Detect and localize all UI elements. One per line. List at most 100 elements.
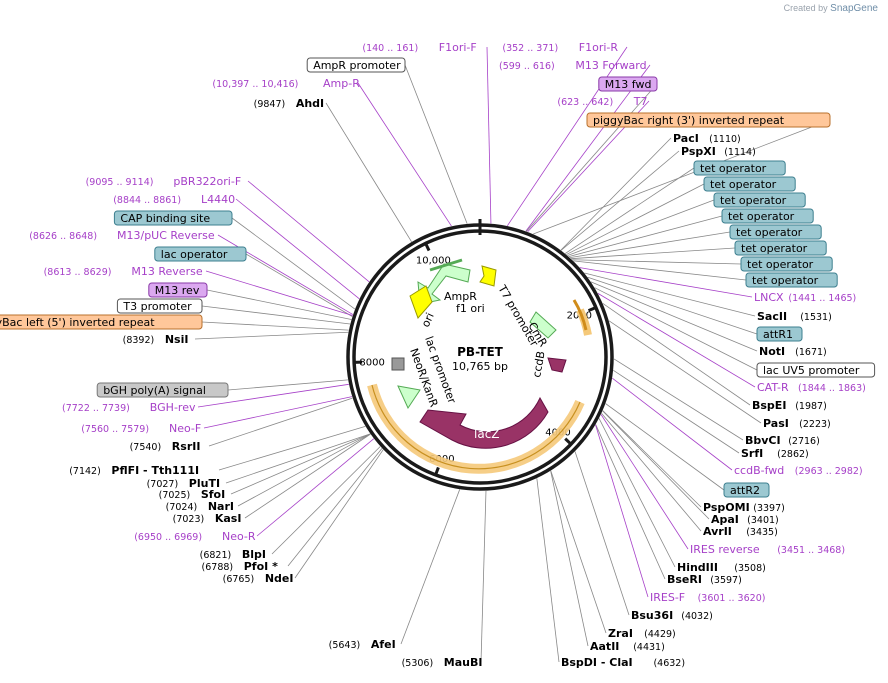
leader-line [569,231,731,259]
leader-line [225,433,371,484]
enzyme-label: NotI [759,345,785,358]
snapgene-watermark: Created by SnapGene [784,3,878,14]
leader-line [206,289,352,320]
leader-line [194,331,349,340]
enzyme-label: BseRI [667,573,702,586]
leader-line [201,321,349,331]
leader-line [400,489,461,645]
watermark-brand: SnapGene [830,3,878,14]
feature-label-box [721,208,814,224]
feature-label: lac operator [161,248,228,261]
plasmid-name: PB-TET [457,345,504,359]
leader-line [480,490,487,663]
leader-line [507,46,628,227]
enzyme-label: BlpI [242,548,266,561]
enzyme-label: HindIII [677,561,718,574]
ring-tick [587,306,597,313]
enzyme-label: PasI [763,417,789,430]
leader-line [594,287,758,371]
enzyme-site: (7027) [147,479,179,490]
primer-range: (7560 .. 7579) [81,424,149,435]
feature-label: attR1 [763,328,793,341]
primer-range: (1844 .. 1863) [798,383,866,394]
leader-line [597,293,756,388]
primer-label: M13 Forward [575,59,646,72]
ori-arrow [409,285,433,319]
enzyme-site: (7023) [173,514,205,525]
feature-label: M13 rev [155,284,200,297]
leader-line [567,199,715,256]
leader-lines [194,46,831,663]
leader-line [571,247,736,260]
feature-label-box [0,314,203,330]
enzyme-site: (4632) [653,658,685,669]
ring-tick [434,466,440,476]
primer-label: F1ori-F [439,41,477,54]
leader-line [227,379,348,391]
enzyme-label: PspOMI [703,501,750,514]
primer-range: (6950 .. 6969) [134,532,202,543]
enzyme-label: AatII [590,640,619,653]
feature-label-box [729,224,822,240]
feature-label: tet operator [720,194,787,207]
feature-label-box [306,57,406,73]
enzyme-site: (4032) [681,611,713,622]
enzyme-site: (9847) [254,99,286,110]
enzyme-label: SacII [757,310,787,323]
primer-range: (623 .. 642) [557,97,613,108]
feature-label: tet operator [700,162,767,175]
enzyme-site: (3435) [746,527,778,538]
feature-label: CAP binding site [120,212,210,225]
enzyme-label: ApaI [711,513,739,526]
leader-line [526,83,658,232]
leader-line [550,470,607,634]
enzyme-label: BspEI [752,399,786,412]
primer-label: Neo-R [222,530,256,543]
primer-range: (9095 .. 9114) [86,177,154,188]
enzyme-site: (7025) [159,490,191,501]
leader-line [294,449,384,579]
primer-range: (10,397 .. 10,416) [212,79,298,90]
feature-label-box [586,112,831,128]
ccdb-arrow [547,357,567,373]
feature-label-box [745,272,838,288]
enzyme-label: BbvCI [745,434,781,447]
feature-label: tet operator [728,210,795,223]
feature-label-box [113,210,233,226]
feature-label: lac UV5 promoter [763,364,860,377]
leader-line [533,119,831,235]
enzyme-site: (7142) [69,466,101,477]
leader-line [579,267,753,298]
feature-label-box [598,76,658,92]
primer-range: (352 .. 371) [502,43,558,54]
enzyme-label: NsiI [165,333,189,346]
feature-label-box [693,160,786,176]
feature-label-box [756,362,876,378]
leader-line [525,64,651,232]
leader-line [598,418,676,568]
enzyme-label: NdeI [265,572,294,585]
leader-line [595,424,649,598]
enzyme-label: AvrII [703,525,732,538]
enzyme-site: (5643) [329,640,361,651]
leader-line [613,369,740,454]
ring-tick [424,242,431,252]
primer-label: ccdB-fwd [734,464,784,477]
leader-line [564,167,695,254]
enzyme-site: (3508) [734,563,766,574]
leader-line [325,102,412,242]
enzyme-label: PspXI [681,145,716,158]
enzyme-label: ZraI [608,627,633,640]
leader-line [566,183,705,255]
leader-line [245,253,353,317]
enzyme-label: RsrII [172,440,201,453]
ampr-backbone-marker [429,258,463,272]
enzyme-site: (2223) [799,419,831,430]
feature-label: tet operator [747,258,814,271]
feature-label-box [734,240,827,256]
enzyme-label: NarI [208,500,234,513]
feature-label: M13 fwd [605,78,652,91]
primer-range: (8613 .. 8629) [44,267,112,278]
primer-range: (7722 .. 7739) [62,403,130,414]
feature-label-box [154,246,247,262]
